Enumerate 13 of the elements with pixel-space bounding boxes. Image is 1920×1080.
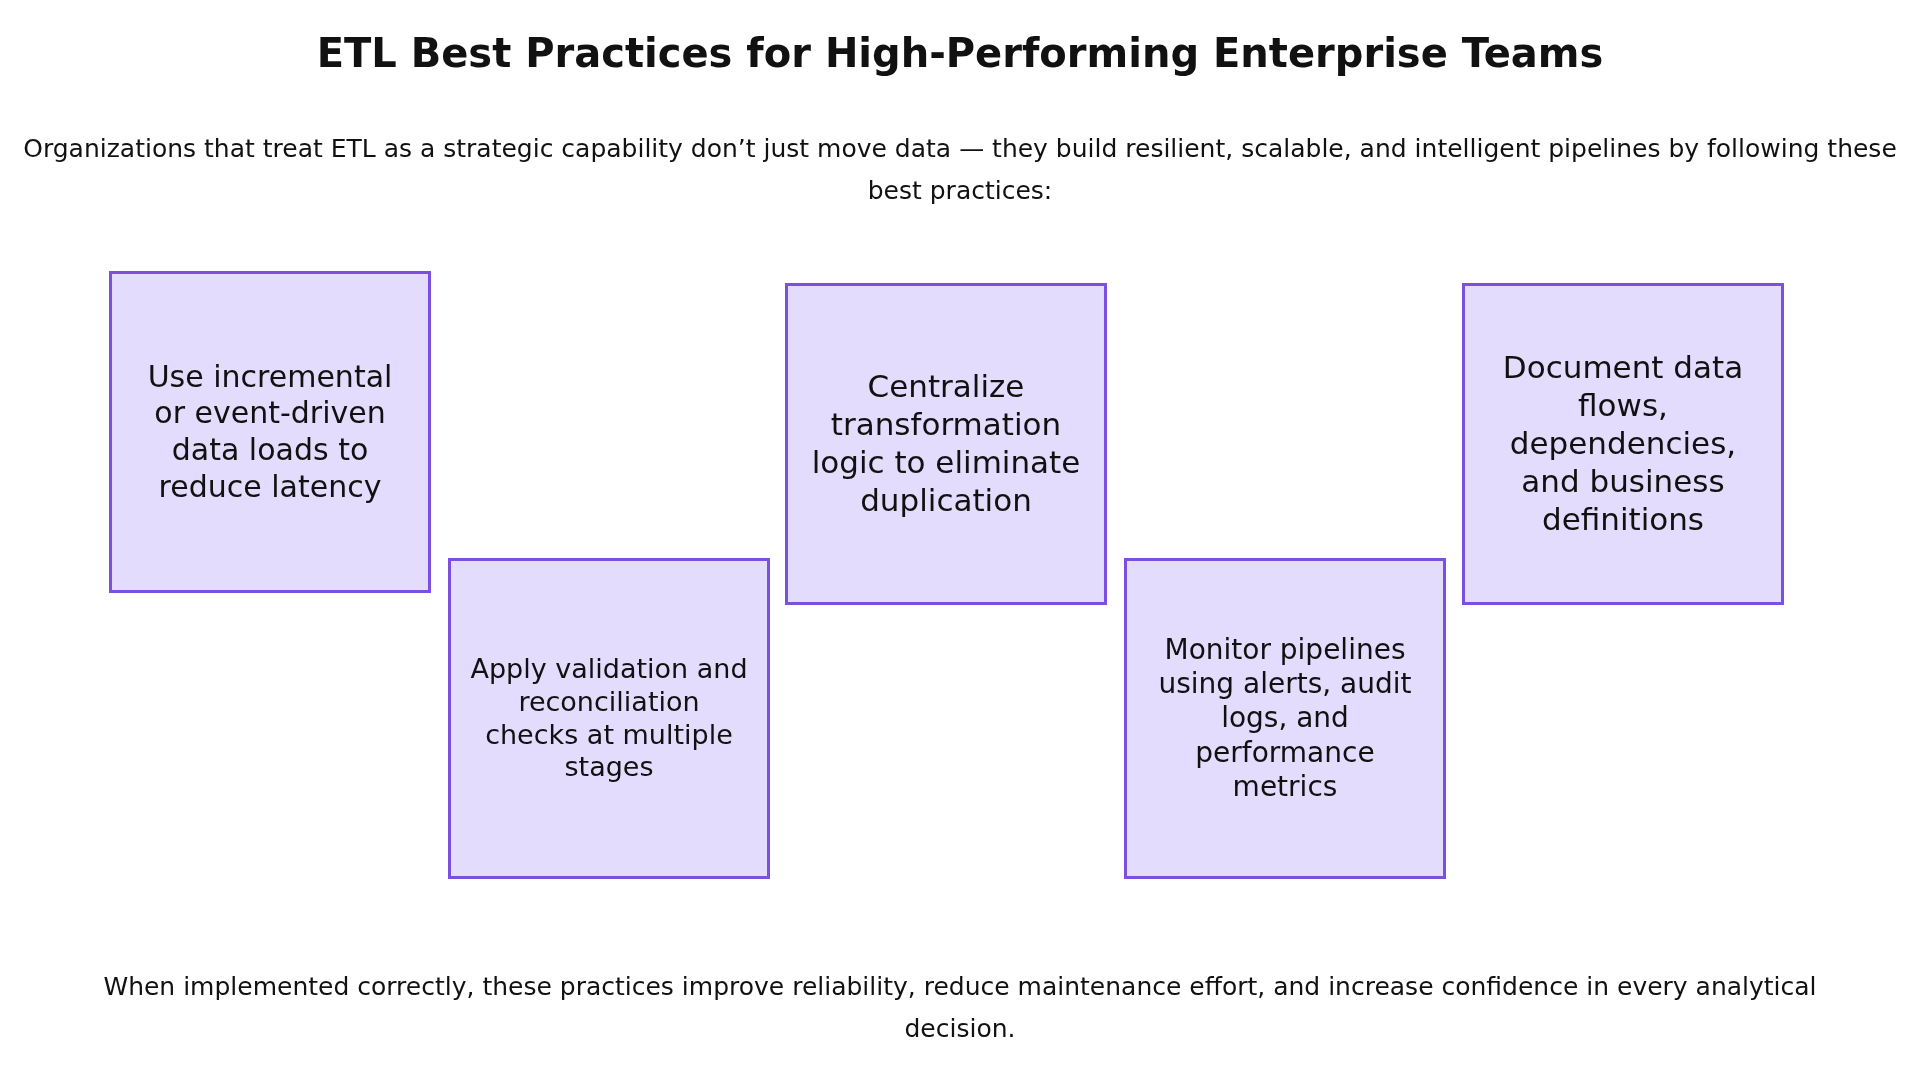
- practice-text: Document data flows, dependencies, and business definitions: [1501, 349, 1745, 539]
- practice-text: Apply validation and reconciliation checks at multiple stages: [469, 652, 749, 785]
- practice-text: Monitor pipelines using alerts, audit logs, and performance metrics: [1157, 633, 1413, 804]
- practice-box: [448, 558, 770, 879]
- practice-text: Use incremental or event-driven data loads to reduce latency: [146, 358, 394, 506]
- practice-text: Centralize transformation logic to eliminate duplication: [810, 368, 1082, 520]
- subtitle: Organizations that treat ETL as a strategic capability don’t just move data — they build resilient, scalable, and intelligent pipelines by following these best practices:: [22, 133, 1898, 207]
- practice-box: [1124, 558, 1446, 879]
- caption: When implemented correctly, these practices improve reliability, reduce maintenance effort, and increase confidence in every analytical decision.: [102, 971, 1818, 1045]
- practice-box: [785, 283, 1107, 605]
- practice-box: [1462, 283, 1784, 605]
- title: ETL Best Practices for High-Performing Enterprise Teams: [315, 30, 1605, 76]
- practice-box: [109, 271, 431, 593]
